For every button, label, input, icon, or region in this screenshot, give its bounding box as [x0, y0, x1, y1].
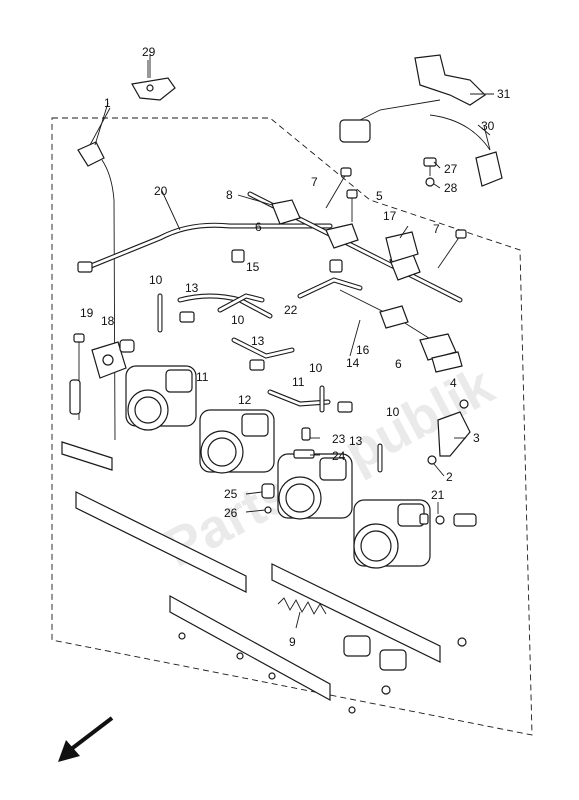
washer-28 — [425, 177, 435, 187]
spring-24 — [293, 449, 315, 459]
spring-9 — [277, 597, 327, 615]
callout-label: 31 — [497, 87, 511, 101]
callout-label: 29 — [142, 45, 156, 59]
lower-rail-left — [61, 441, 247, 593]
fitting-18 — [91, 339, 135, 379]
throttle-body-3 — [277, 453, 353, 520]
bracket-29 — [131, 60, 176, 101]
oring-4 — [459, 399, 469, 409]
washer-2 — [427, 455, 437, 465]
callout-label: 7 — [433, 222, 440, 236]
callout-label: 5 — [376, 189, 383, 203]
callout-label: 15 — [246, 260, 260, 274]
sensor-1 — [77, 107, 116, 441]
screw-23 — [301, 427, 311, 441]
bolt-7-upper — [325, 167, 352, 209]
callout-label: 28 — [444, 181, 458, 195]
wire-30 — [429, 114, 503, 187]
callout-label: 10 — [231, 313, 245, 327]
screw-19 — [69, 333, 85, 420]
callout-label: 13 — [349, 434, 363, 448]
callout-label: 11 — [196, 370, 209, 384]
throttle-body-2 — [199, 409, 275, 474]
callout-label: 9 — [289, 635, 296, 649]
callout-label: 26 — [224, 506, 238, 520]
callout-label: 17 — [383, 209, 397, 223]
throttle-body-1 — [125, 365, 197, 431]
hose-set — [157, 249, 383, 473]
callout-label: 8 — [226, 188, 233, 202]
callout-label: 10 — [386, 405, 400, 419]
orientation-arrow-icon — [58, 716, 114, 762]
callout-label: 25 — [224, 487, 238, 501]
callout-label: 23 — [332, 432, 346, 446]
callout-labels: 1 2 3 4 5 6 6 7 7 8 9 10 10 10 10 11 11 … — [80, 45, 511, 649]
bracket-3 — [437, 411, 471, 457]
callout-label: 13 — [185, 281, 199, 295]
callout-label: 20 — [154, 184, 168, 198]
bolt-5 — [346, 189, 358, 222]
harness-31 — [339, 54, 494, 143]
callout-label: 10 — [309, 361, 323, 375]
callout-label: 1 — [104, 96, 111, 110]
callout-label: 16 — [356, 343, 370, 357]
linkage-hardware — [178, 632, 467, 714]
connector-bundle — [339, 289, 463, 373]
screw-27 — [423, 157, 437, 176]
callout-label: 7 — [311, 175, 318, 189]
callout-label: 3 — [473, 431, 480, 445]
callout-label: 30 — [481, 119, 495, 133]
callout-label: 6 — [255, 220, 262, 234]
sensor-25 — [261, 483, 275, 499]
callout-label: 2 — [446, 470, 453, 484]
valve-17 — [385, 225, 419, 263]
callout-label: 18 — [101, 314, 115, 328]
callout-label: 6 — [395, 357, 402, 371]
assembly-boundary — [51, 117, 533, 736]
callout-label: 19 — [80, 306, 94, 320]
callout-label: 14 — [346, 356, 360, 370]
seal-26 — [264, 506, 272, 514]
lower-rail-right — [169, 563, 441, 702]
vacuum-hose-20 — [77, 222, 333, 273]
callout-label: 22 — [284, 303, 298, 317]
callout-label: 10 — [149, 273, 163, 287]
callout-label: 27 — [444, 162, 458, 176]
callout-label: 13 — [251, 334, 265, 348]
callout-label: 11 — [292, 375, 305, 389]
leader-lines — [94, 54, 491, 629]
callout-label: 4 — [450, 376, 457, 390]
fitting-21 — [419, 513, 477, 527]
bolt-7-right — [437, 229, 467, 269]
throttle-body-4 — [353, 499, 431, 569]
callout-label: 24 — [332, 449, 346, 463]
callout-label: 12 — [238, 393, 252, 407]
callout-label: 21 — [431, 488, 445, 502]
